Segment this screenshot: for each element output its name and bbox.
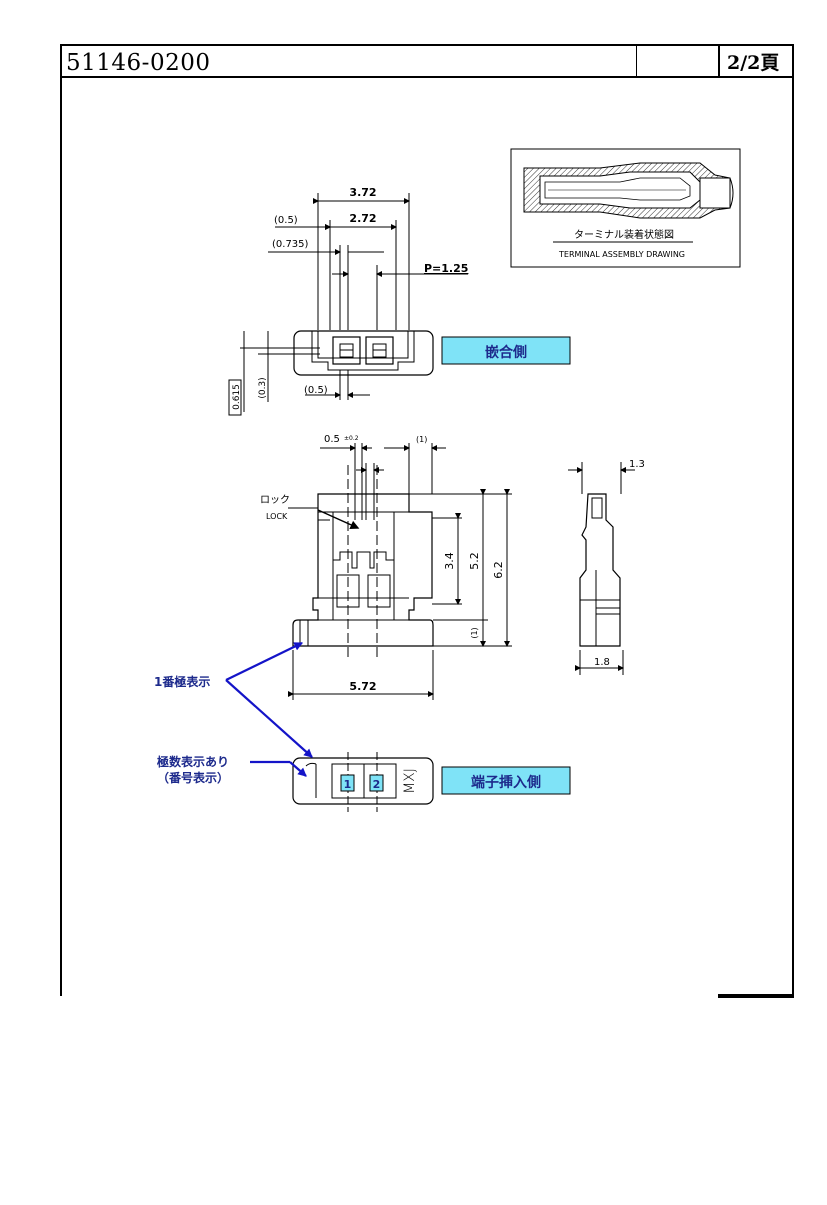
frame-right [792,44,794,998]
dim-height-4: (1) [470,627,479,638]
part-number: 51146-0200 [66,50,211,76]
pin1-mark-label: 1番極表示 [154,674,210,689]
dim-inner: 2.72 [349,212,376,225]
dim-offset-2: (0.735) [272,239,309,250]
insert-side-label-box [441,766,571,795]
side-dim-top: 1.3 [629,459,645,470]
cavity-1: 1 [344,778,352,791]
cavity-2: 2 [373,778,381,791]
dim-pitch: P=1.25 [424,262,468,275]
lock-label-jp: ロック [260,494,290,506]
brand-mark: MXJ [402,768,418,794]
frame-header-divider-1 [636,44,637,77]
blue-annotation-arrows [225,642,313,777]
frame-header-divider-2 [718,44,720,77]
mating-side-label: 嵌合側 [485,344,527,361]
side-view [568,462,635,675]
front-view [288,443,512,700]
dim-left-2: (0.3) [258,377,268,398]
terminal-assembly-box: ターミナル装着状態図 TERMINAL ASSEMBLY DRAWING [510,148,741,268]
dim-height-2: 5.2 [468,552,481,570]
dim-slot-tolerance: ±0.2 [344,435,359,442]
dim-overall: 3.72 [349,186,376,199]
dim-height-1: 3.4 [443,552,456,570]
mating-side-label-box [441,336,571,365]
frame-top [60,44,794,46]
side-dim-bottom: 1.8 [594,657,610,668]
terminal-assembly-illustration [523,162,734,219]
lock-label-en: LOCK [266,512,288,521]
mating-side-view [240,193,468,412]
terminal-caption-jp: ターミナル装着状態図 [574,228,674,241]
cavity-2-box [369,774,384,792]
dim-width: 5.72 [349,680,376,693]
pole-number-label: 極数表示あり [157,754,229,769]
frame-header-bottom [60,76,794,78]
insert-side-label: 端子挿入側 [471,774,541,791]
frame-left [60,44,62,996]
dim-top-right: (1) [416,435,427,444]
cavity-1-box [340,774,355,792]
dim-slot: 0.5 [324,434,340,445]
dim-left-1-box: 0.615 [228,379,242,416]
terminal-caption-en: TERMINAL ASSEMBLY DRAWING [558,250,685,259]
pole-number-sub-label: （番号表示） [157,770,229,785]
page-number: 2/2頁 [727,52,780,74]
dim-offset-1: (0.5) [274,215,298,226]
dim-height-3: 6.2 [492,561,505,579]
frame-bottom-mark [718,994,794,998]
dim-left-1: 0.615 [232,384,242,410]
dim-bottom: (0.5) [304,385,328,396]
